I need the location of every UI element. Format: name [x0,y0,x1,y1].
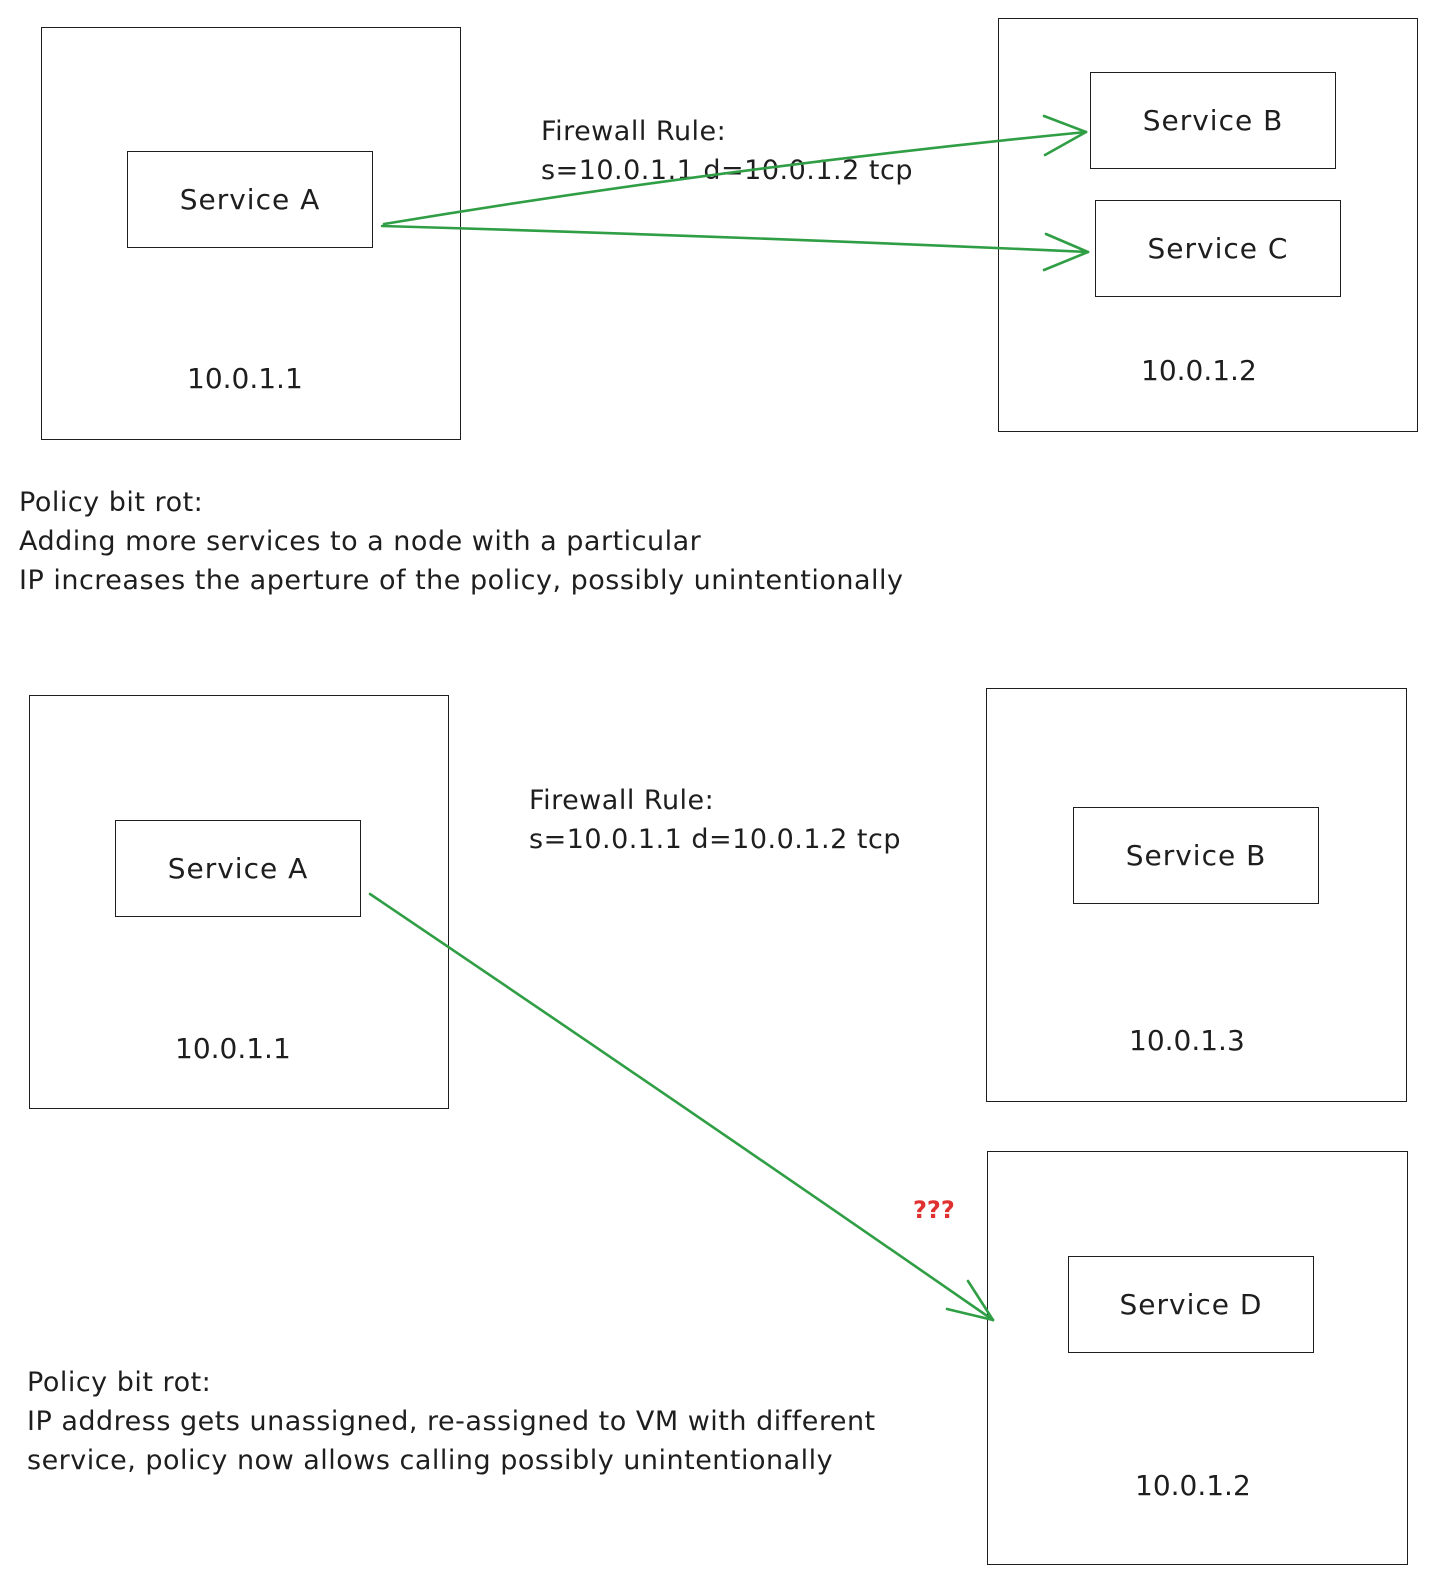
top-service-a: Service A [127,151,373,248]
top-service-b: Service B [1090,72,1336,169]
top-firewall-rule-title: Firewall Rule: [541,116,727,147]
bottom-firewall-rule: Firewall Rule: s=10.0.1.1 d=10.0.1.2 tcp [529,781,901,859]
arrow-a-to-c [380,224,1090,272]
bottom-service-a: Service A [115,820,361,917]
top-service-c: Service C [1095,200,1341,297]
top-source-ip: 10.0.1.1 [187,362,303,395]
top-policy-note: Policy bit rot: Adding more services to … [19,483,904,600]
question-marks: ??? [913,1196,955,1224]
bottom-node-d-ip: 10.0.1.2 [1135,1469,1251,1502]
top-dest-node [998,18,1418,432]
arrow-a-to-b [382,114,1088,226]
bottom-note-line-2: IP address gets unassigned, re-assigned … [27,1406,876,1437]
bottom-service-b: Service B [1073,807,1319,904]
bottom-node-d [987,1151,1408,1565]
bottom-policy-note: Policy bit rot: IP address gets unassign… [27,1363,876,1480]
bottom-note-line-1: Policy bit rot: [27,1367,212,1398]
bottom-source-node [29,695,449,1109]
top-firewall-rule: Firewall Rule: s=10.0.1.1 d=10.0.1.2 tcp [541,112,913,190]
arrow-a-to-d [368,892,995,1322]
bottom-note-line-3: service, policy now allows calling possi… [27,1445,834,1476]
bottom-node-b [986,688,1407,1102]
bottom-service-d: Service D [1068,1256,1314,1353]
bottom-source-ip: 10.0.1.1 [175,1032,291,1065]
top-note-line-2: Adding more services to a node with a pa… [19,526,702,557]
bottom-firewall-rule-text: s=10.0.1.1 d=10.0.1.2 tcp [529,824,901,855]
bottom-firewall-rule-title: Firewall Rule: [529,785,715,816]
top-note-line-3: IP increases the aperture of the policy,… [19,565,904,596]
top-firewall-rule-text: s=10.0.1.1 d=10.0.1.2 tcp [541,155,913,186]
top-note-line-1: Policy bit rot: [19,487,204,518]
bottom-node-b-ip: 10.0.1.3 [1129,1024,1245,1057]
top-source-node [41,27,461,440]
top-dest-ip: 10.0.1.2 [1141,354,1257,387]
